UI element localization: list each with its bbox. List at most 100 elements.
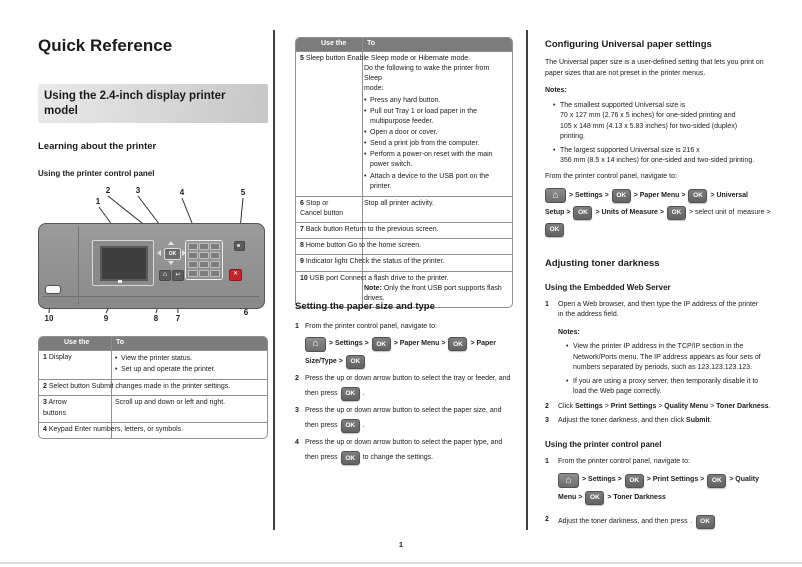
- row-description: Do the following to wake the printer fro…: [364, 64, 508, 192]
- ok-button: OK: [545, 223, 564, 238]
- step-text: .: [362, 422, 365, 430]
- menu-path-text: Setup >: [545, 209, 571, 216]
- menu-path-text: > Paper Menu >: [633, 191, 686, 199]
- ok-button: OK: [585, 491, 605, 505]
- callout-8: 8: [153, 314, 159, 323]
- left-arrow-button: [157, 250, 161, 256]
- step-text: Press the up or down arrow button to sel…: [305, 407, 502, 415]
- table-header-use-the: Use the: [64, 339, 90, 347]
- keypad-key: [188, 251, 198, 260]
- keypad-key: [199, 269, 209, 277]
- ok-button: OK: [164, 248, 181, 260]
- row-number: 10: [300, 274, 308, 282]
- up-arrow-button: [168, 241, 174, 245]
- row-label: 3 Arrow buttons: [43, 398, 109, 418]
- text-segment: Click: [558, 402, 576, 410]
- menu-path: ⌂> Settings >OK> Paper Menu >OK> Univers…: [545, 188, 775, 238]
- row-text: Back button Return to the previous scree…: [305, 226, 439, 234]
- row-text: Sleep button Enable Sleep mode or Hibern…: [305, 55, 471, 62]
- step-number: 1: [545, 457, 549, 465]
- indicator-light: [118, 280, 122, 283]
- keypad-key: [188, 243, 198, 251]
- row-number: 2: [43, 383, 47, 391]
- step-text: Press the up or down arrow button to sel…: [305, 439, 503, 447]
- section-heading-toner: Adjusting toner darkness: [545, 258, 660, 270]
- panel-left-seam: [78, 226, 79, 305]
- bullet-item: View the printer IP address in the TCP/I…: [566, 342, 782, 374]
- row-number: 9: [300, 258, 304, 266]
- ok-button: OK: [448, 337, 468, 352]
- control-panel-table-part1: Use the To 1 Display View the printer st…: [38, 336, 268, 439]
- step-number: 3: [545, 417, 549, 424]
- bullet-item: Send a print job from the computer.: [364, 139, 508, 149]
- right-arrow-button: [182, 250, 186, 256]
- keypad-key: [199, 251, 209, 260]
- step-3: 3 Adjust the toner darkness, and then cl…: [545, 416, 782, 427]
- row-description: Scroll up and down or left and right.: [115, 399, 226, 407]
- step-1: 1 From the printer control panel, naviga…: [545, 457, 782, 505]
- step-3: 3 Press the up or down arrow button to s…: [295, 406, 511, 434]
- ok-button: OK: [611, 188, 631, 203]
- callout-6: 6: [243, 308, 249, 317]
- doc-title: Quick Reference: [38, 36, 173, 55]
- section-heading-paper-size: Setting the paper size and type: [295, 301, 435, 312]
- row-number: 8: [300, 242, 304, 250]
- column-separator-left: [273, 30, 275, 530]
- row-number: 5: [300, 55, 304, 62]
- keypad: [185, 240, 223, 280]
- row-label: 1 Display: [43, 353, 109, 376]
- callout-2: 2: [105, 186, 111, 195]
- table-row: 8 Home button Go to the home screen.: [296, 238, 512, 254]
- ok-button: OK: [345, 354, 365, 369]
- keypad-key: [210, 243, 220, 251]
- menu-path-text: > select unit of: [688, 209, 735, 216]
- step-2: 2 Press the up or down arrow button to s…: [295, 374, 511, 402]
- step-2: 2 Adjust the toner darkness, and then pr…: [545, 515, 782, 529]
- step-text: then press: [305, 454, 338, 462]
- row-description: Stop all printer activity.: [364, 199, 434, 207]
- text-segment: Settings: [575, 402, 603, 410]
- table-header-use-the: Use the: [321, 40, 347, 48]
- step-text: .: [362, 389, 365, 397]
- model-heading: Using the 2.4-inch display printer model: [38, 84, 268, 124]
- step-text: From the printer control panel, navigate…: [558, 457, 690, 465]
- row-number: 4: [43, 425, 47, 433]
- step-1: 1 Open a Web browser, and then type the …: [545, 300, 782, 398]
- callout-3: 3: [135, 186, 141, 195]
- callout-10: 10: [44, 314, 54, 323]
- table-column-divider: [111, 337, 112, 438]
- home-icon: ⌂: [305, 336, 326, 352]
- row-text: USB port Connect a flash drive to the pr…: [309, 274, 449, 282]
- table-row: 3 Arrow buttons Scroll up and down or le…: [39, 395, 267, 421]
- menu-path-text: > Paper: [470, 340, 496, 348]
- row-number: 1: [43, 354, 47, 361]
- back-button: [172, 270, 184, 281]
- step-number: 2: [545, 516, 549, 523]
- table-header: Use the To: [296, 38, 512, 51]
- table-row: 9 Indicator light Check the status of th…: [296, 254, 512, 270]
- table-row: 2 Select button Submit changes made in t…: [39, 379, 267, 395]
- step-1: 1 From the printer control panel, naviga…: [295, 322, 511, 369]
- sub-heading-ews: Using the Embedded Web Server: [545, 282, 671, 292]
- keypad-key: [210, 260, 220, 269]
- step-continuation: then press OK .: [305, 419, 511, 434]
- row-number: 3: [43, 399, 47, 407]
- step-number: 3: [295, 407, 299, 415]
- menu-path-text: > Print Settings >: [646, 476, 705, 484]
- menu-path-text: > Toner Darkness: [607, 493, 666, 501]
- row-lead: 5 Sleep button Enable Sleep mode or Hibe…: [300, 54, 508, 64]
- ok-button: OK: [340, 387, 360, 402]
- ok-button: OK: [707, 473, 727, 488]
- table-column-divider: [362, 38, 363, 307]
- note-label: Note:: [364, 284, 382, 292]
- step-text: Adjust the toner darkness, and then pres…: [558, 517, 688, 525]
- bullet-item: Open a door or cover.: [364, 128, 508, 138]
- step-number: 1: [295, 322, 299, 330]
- table-header-to: To: [116, 339, 125, 347]
- bullet-item: Press any hard button.: [364, 96, 508, 106]
- page-edge-line: [0, 562, 802, 564]
- text-segment: .: [709, 417, 712, 424]
- text-segment: >: [708, 402, 717, 410]
- menu-path-text: > Universal: [710, 191, 748, 199]
